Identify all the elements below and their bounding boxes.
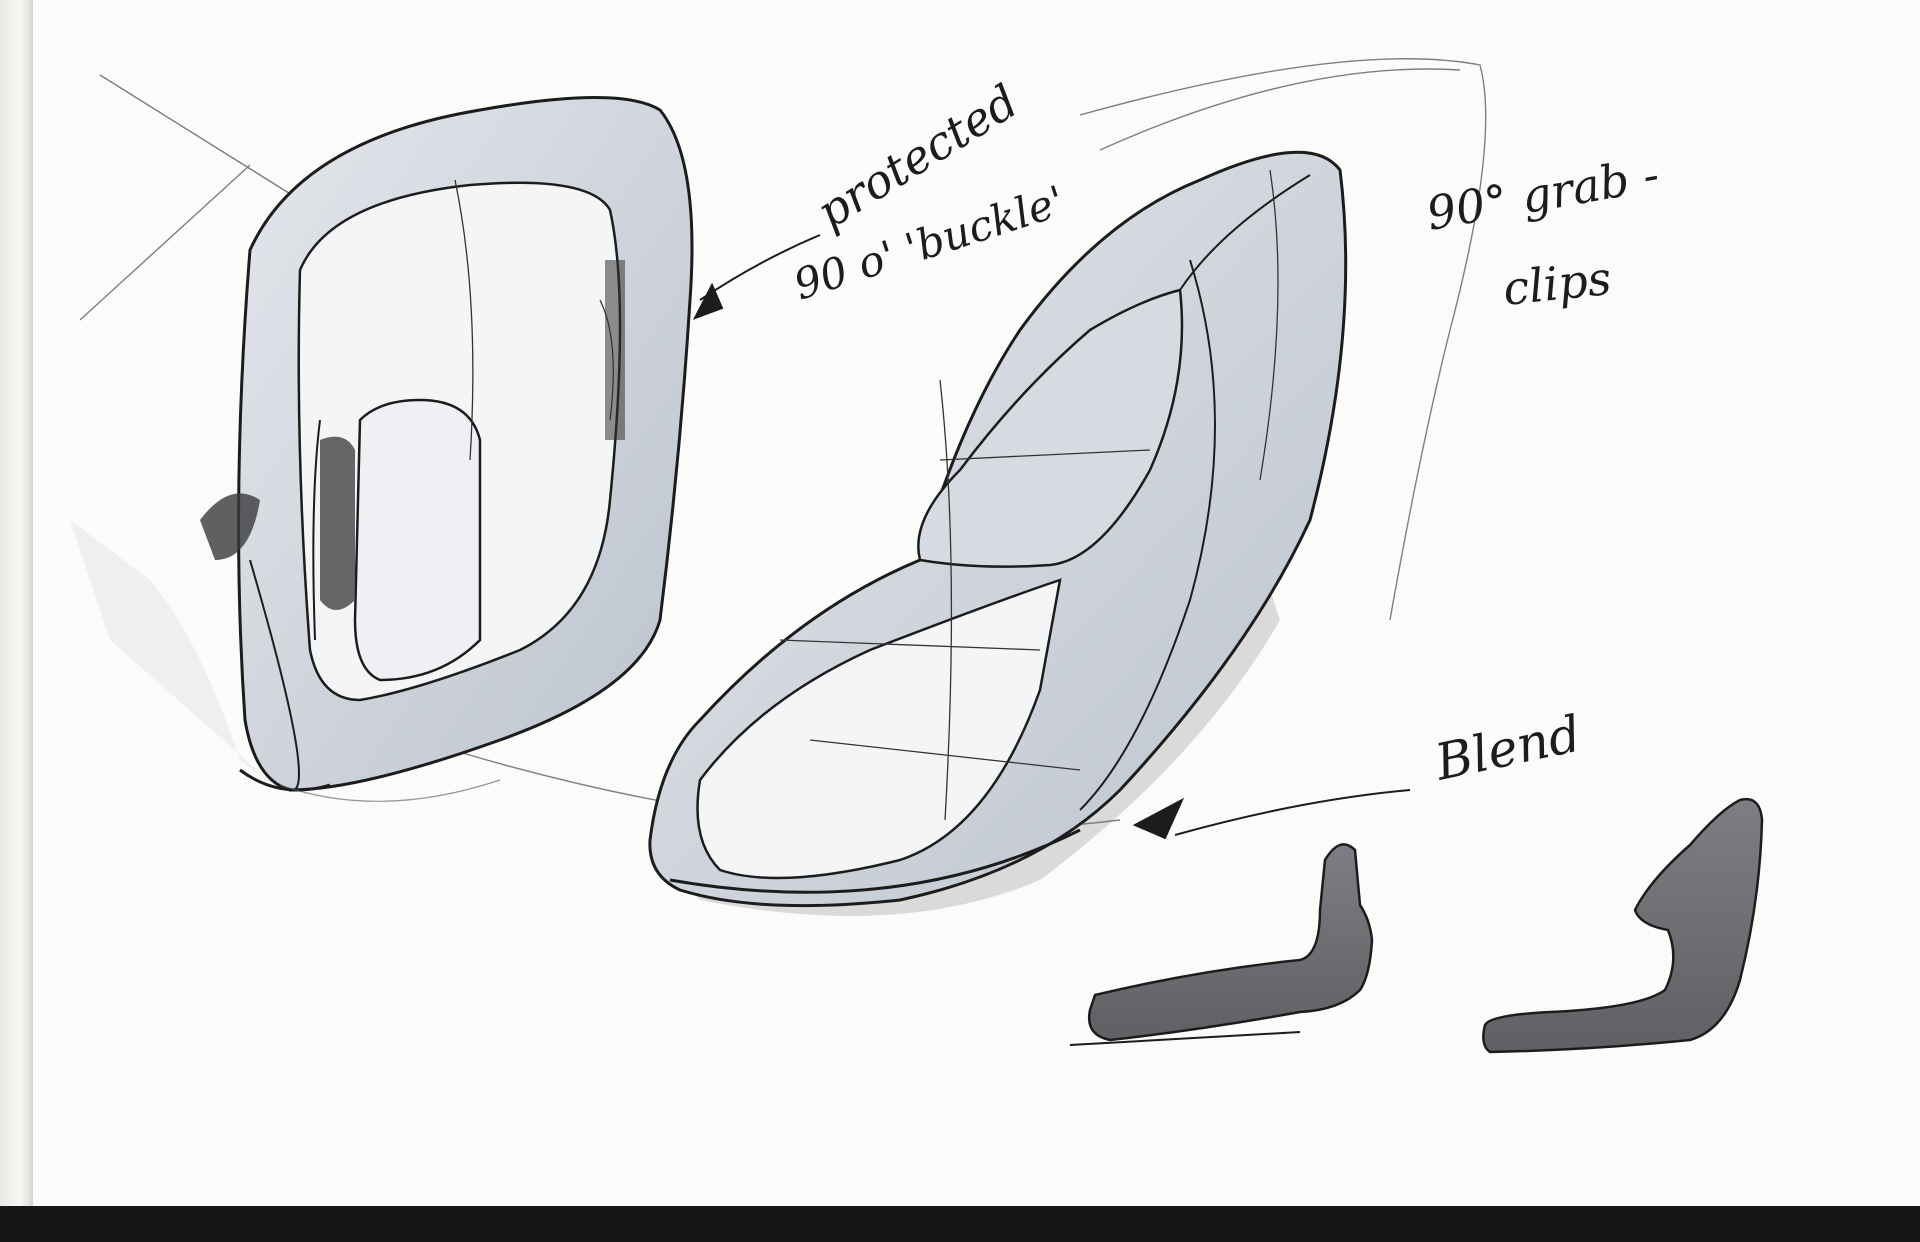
- blend-bracket-large: [1482, 797, 1764, 1054]
- note-clips: clips: [1501, 251, 1614, 316]
- annotation-arrows: [692, 234, 1411, 840]
- binding-gutter: [0, 0, 34, 1220]
- note-blend: Blend: [1429, 705, 1585, 792]
- blend-bracket-small: [1069, 843, 1374, 1046]
- right-seat-sketch: [648, 150, 1348, 916]
- left-seat-sketch: [70, 96, 694, 802]
- page-bottom-edge: [0, 1206, 1920, 1242]
- note-grab: 90° grab -: [1423, 147, 1663, 241]
